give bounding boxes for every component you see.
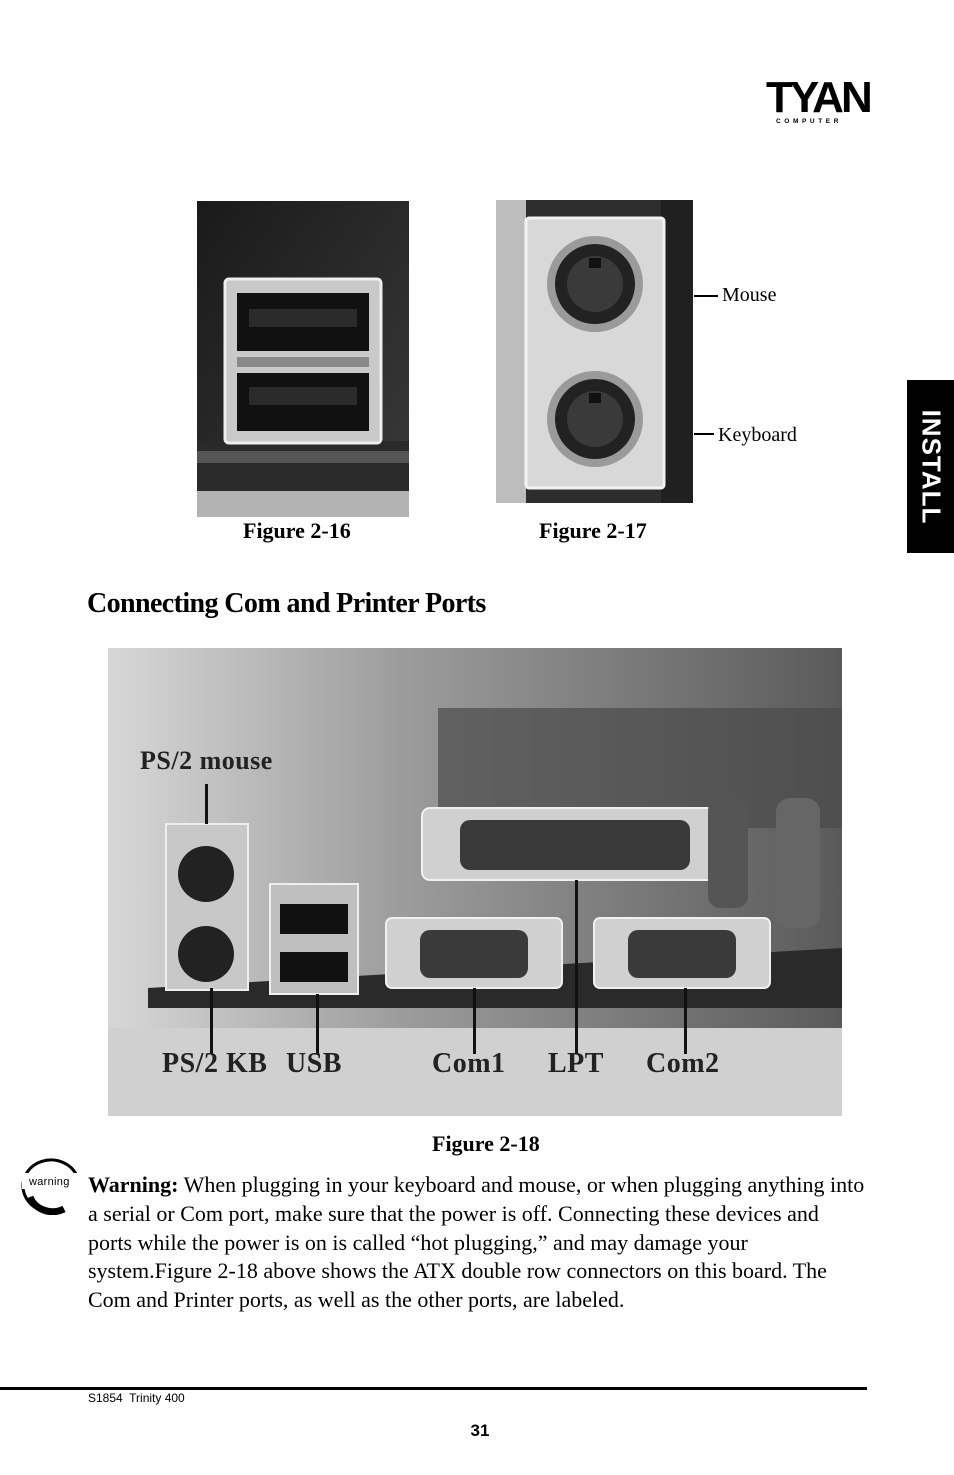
- mouse-label: Mouse: [722, 284, 777, 306]
- com1-label: Com1: [432, 1048, 506, 1079]
- figure-2-18-caption: Figure 2-18: [432, 1131, 540, 1156]
- figure-2-16-caption: Figure 2-16: [243, 518, 351, 543]
- ps2-kb-label: PS/2 KB: [162, 1048, 268, 1079]
- figure-2-17-caption: Figure 2-17: [539, 518, 647, 543]
- ps2-mouse-label: PS/2 mouse: [140, 746, 273, 775]
- warning-paragraph: Warning: When plugging in your keyboard …: [88, 1171, 868, 1315]
- section-side-tab: INSTALL: [907, 380, 954, 553]
- figure-2-18-backpanel-photo: PS/2 mouse PS/2 KB USB Com1 LPT Com2: [108, 648, 842, 1116]
- keyboard-label: Keyboard: [718, 424, 797, 446]
- usb-label: USB: [286, 1048, 342, 1079]
- page-number: 31: [470, 1421, 490, 1440]
- logo-subtext: COMPUTER: [776, 118, 842, 125]
- logo-wordmark: TYAN: [766, 73, 873, 122]
- mouse-callout-line: [694, 295, 718, 297]
- lpt-label: LPT: [548, 1048, 604, 1079]
- warning-title: Warning:: [88, 1172, 179, 1197]
- com2-label: Com2: [646, 1048, 720, 1079]
- warning-icon: warning: [20, 1157, 82, 1216]
- footer-model: S1854 Trinity 400: [88, 1391, 185, 1405]
- warning-body: When plugging in your keyboard and mouse…: [88, 1172, 865, 1313]
- figure-2-17-ps2-photo: [496, 200, 693, 503]
- keyboard-callout-line: [694, 433, 714, 435]
- warning-icon-label: warning: [29, 1176, 70, 1188]
- footer-rule: [0, 1387, 867, 1390]
- figure-2-16-usb-photo: [197, 201, 409, 517]
- section-heading: Connecting Com and Printer Ports: [87, 588, 486, 619]
- side-tab-label: INSTALL: [916, 409, 946, 524]
- tyan-logo: TYAN COMPUTER: [766, 74, 873, 130]
